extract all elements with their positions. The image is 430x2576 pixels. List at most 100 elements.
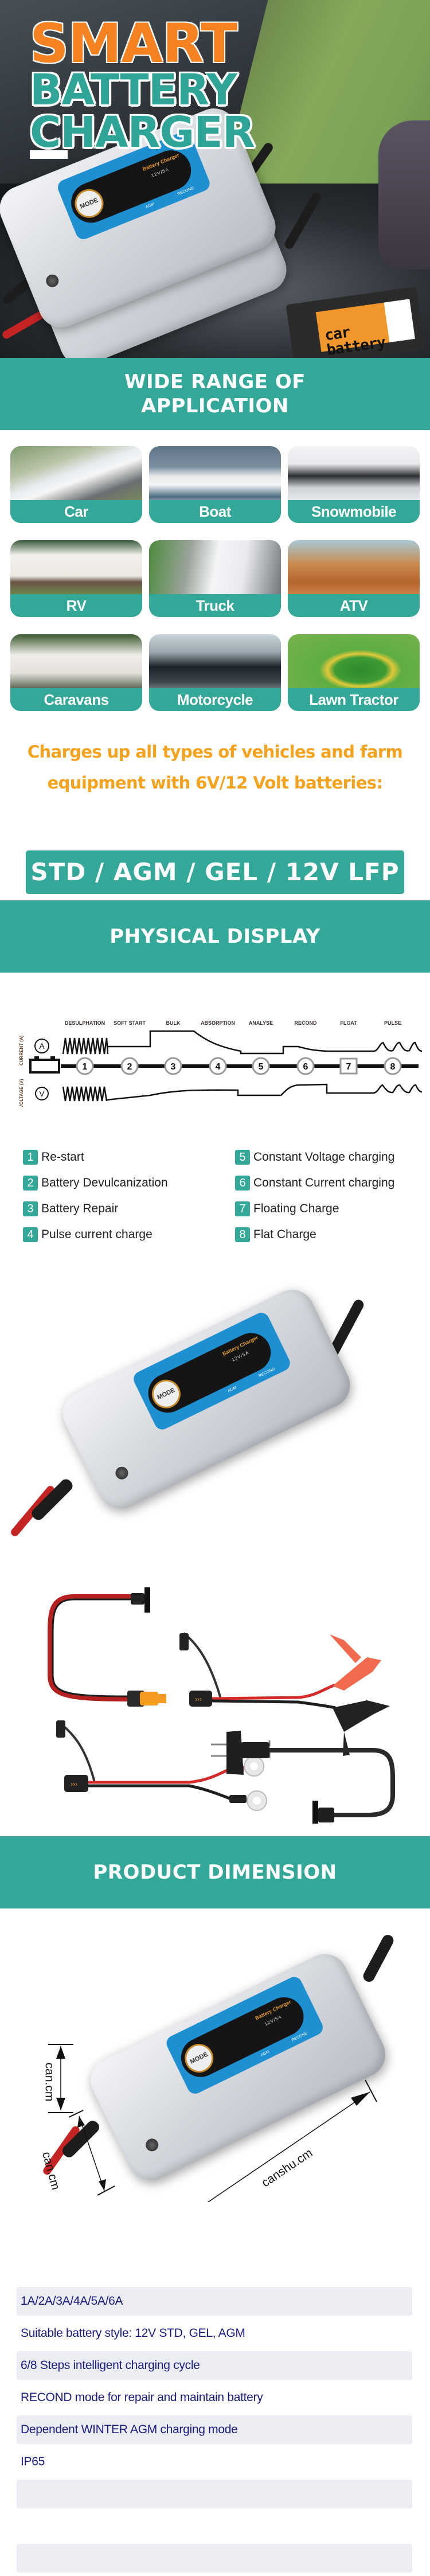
stage-node-number: 1 <box>83 1062 88 1072</box>
stage-node-number: 2 <box>127 1062 132 1072</box>
depth-arrow <box>79 2116 105 2191</box>
application-label: Motorcycle <box>149 688 281 711</box>
application-card-caravans: Caravans <box>10 634 142 711</box>
extension-cable-core <box>52 1598 149 1697</box>
application-heading-line1: WIDE RANGE OF <box>124 370 306 393</box>
compatibility-line2: equipment with 6V/12 Volt batteries: <box>47 772 383 793</box>
lawn-tractor-photo-icon <box>288 634 420 694</box>
legend-text: Pulse current charge <box>41 1228 153 1241</box>
compatibility-line1: Charges up all types of vehicles and far… <box>27 742 403 762</box>
legend-text: Re-start <box>41 1150 84 1164</box>
legend-number-badge: 6 <box>235 1176 250 1191</box>
extension-cable <box>48 1594 149 1701</box>
application-label: Caravans <box>10 688 142 711</box>
application-label: Lawn Tractor <box>288 688 420 711</box>
agm-label: AGM <box>144 202 155 210</box>
chevron-icon: ››› <box>71 1780 77 1788</box>
spec-row: Suitable battery style: 12V STD, GEL, AG… <box>21 2327 245 2340</box>
socket-icon <box>312 1801 318 1824</box>
stage-label: DESULPHATION <box>65 1020 105 1026</box>
application-grid: Car Boat Snowmobile RV Truck ATV Caravan… <box>10 446 420 711</box>
voltage-symbol-icon <box>35 1087 49 1100</box>
stage-label: FLOAT <box>340 1020 357 1026</box>
application-label: Car <box>10 500 142 523</box>
black-clamp-icon <box>333 1700 390 1732</box>
spec-row <box>17 2544 412 2573</box>
stage-node: 6 <box>296 1057 315 1075</box>
quick-connector <box>189 1691 212 1707</box>
legend-number-badge: 4 <box>23 1227 38 1242</box>
red-lead <box>212 1683 336 1700</box>
mounting-hole <box>44 272 61 290</box>
mode-button[interactable]: MODE <box>70 185 108 223</box>
control-panel: MODE Battery Charger 12V/5A RECOND AGM <box>131 1310 293 1433</box>
mode-button[interactable]: MODE <box>147 1375 186 1414</box>
depth-tick <box>68 2110 84 2118</box>
spec-row: RECOND mode for repair and maintain batt… <box>21 2391 263 2404</box>
dimension-arrows <box>48 2044 377 2202</box>
black-lead <box>212 1699 336 1709</box>
product-dimension-heading: PRODUCT DIMENSION <box>0 1836 430 1908</box>
application-card-boat: Boat <box>149 446 281 523</box>
arrow-head-icon <box>56 2046 65 2059</box>
charger-product-image: MODE Battery Charger 12V/5A RECOND AGM <box>0 1262 430 1548</box>
current-waveform <box>62 1030 423 1055</box>
stage-node: 8 <box>384 1057 402 1075</box>
height-dimension-label: can.cm <box>42 2062 56 2102</box>
depth-tick <box>97 2185 115 2196</box>
xt-connector-icon <box>140 1692 158 1705</box>
ring-terminal-hole <box>250 1762 258 1770</box>
application-card-motorcycle: Motorcycle <box>149 634 281 711</box>
stage-node-circle-icon <box>384 1057 402 1075</box>
stage-node-number: 5 <box>259 1062 264 1072</box>
stage-node-circle-icon <box>164 1057 182 1075</box>
application-label: Truck <box>149 594 281 617</box>
red-clamp-icon <box>333 1657 381 1691</box>
stage-node-circle-icon <box>209 1057 227 1075</box>
application-heading-line2: APPLICATION <box>141 395 289 417</box>
rv-photo-icon <box>10 540 142 600</box>
application-label: RV <box>10 594 142 617</box>
spec-row: 1A/2A/3A/4A/5A/6A <box>17 2287 412 2316</box>
application-card-rv: RV <box>10 540 142 617</box>
dimension-diagram: MODE Battery Charger 12V/5A RECOND AGM <box>0 1933 430 2202</box>
battery-icon <box>29 1059 60 1074</box>
spec-row: 6/8 Steps intelligent charging cycle <box>17 2351 412 2380</box>
spec-row: Dependent WINTER AGM charging mode <box>17 2415 412 2444</box>
xt-connector-tip <box>158 1694 166 1703</box>
application-label: ATV <box>288 594 420 617</box>
car-photo-icon <box>10 446 142 506</box>
legend-number-badge: 7 <box>235 1201 250 1216</box>
spec-row: IP65 <box>21 2455 45 2468</box>
compatibility-description: Charges up all types of vehicles and far… <box>17 737 413 798</box>
socket-grip <box>131 1593 144 1605</box>
hero-title-battery-charger: BATTERY CHARGER <box>30 65 255 157</box>
quick-connector <box>64 1775 88 1792</box>
atv-photo-icon <box>288 540 420 600</box>
legend-text: Constant Voltage charging <box>253 1150 395 1164</box>
battery-terminal <box>34 1056 39 1060</box>
stage-label: SOFT START <box>114 1020 146 1026</box>
legend-text: Battery Repair <box>41 1202 119 1215</box>
stage-label: RECOND <box>294 1020 317 1026</box>
length-arrow <box>207 2091 370 2202</box>
socket-grip <box>318 1808 334 1822</box>
boat-photo-icon <box>149 446 281 506</box>
application-heading: WIDE RANGE OF APPLICATION <box>0 358 430 430</box>
legend-number-badge: 8 <box>235 1227 250 1242</box>
physical-display-heading: PHYSICAL DISPLAY <box>0 900 430 973</box>
dust-cap <box>56 1720 65 1738</box>
stage-node: 2 <box>120 1057 139 1075</box>
stage-node: 4 <box>209 1057 227 1075</box>
stage-node-circle-icon <box>120 1057 139 1075</box>
motorcycle-photo-icon <box>149 634 281 694</box>
voltage-waveform <box>62 1083 423 1102</box>
person-arm-background <box>378 120 430 270</box>
application-card-lawn-tractor: Lawn Tractor <box>288 634 420 711</box>
legend-number-badge: 1 <box>23 1150 38 1165</box>
